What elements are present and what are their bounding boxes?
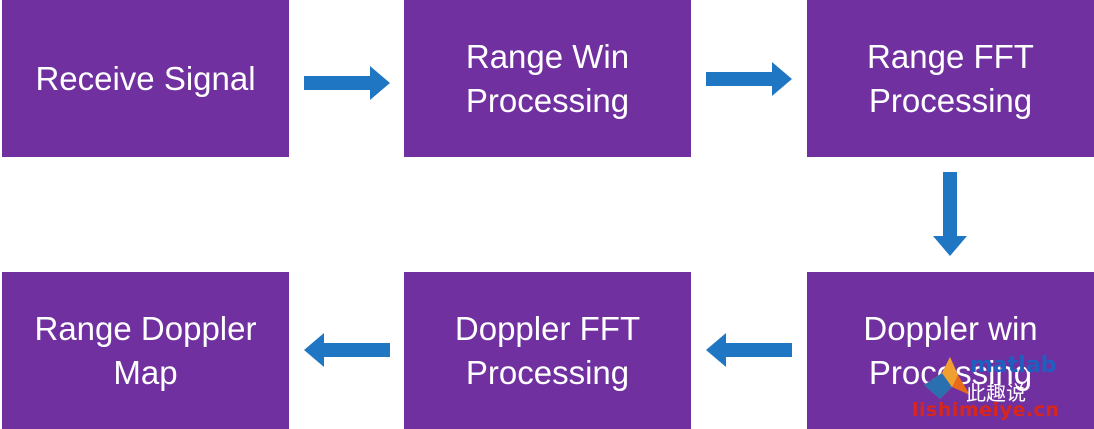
arrow-right-icon (304, 66, 390, 100)
watermark: matlab 此趣说 lishimeiye.cn (912, 351, 1088, 423)
box-range-fft-label: Range FFT Processing (867, 37, 1034, 119)
matlab-logo-icon (924, 357, 970, 399)
arrow-left-icon (304, 333, 390, 367)
box-range-fft: Range FFT Processing (807, 0, 1094, 157)
box-range-win-label: Range Win Processing (465, 37, 630, 119)
arrow-down-icon (933, 172, 967, 256)
box-doppler-fft-label: Doppler FFT Processing (454, 309, 641, 391)
box-range-win: Range Win Processing (404, 0, 691, 157)
arrow-right-icon (706, 62, 792, 96)
watermark-brand: matlab (970, 353, 1057, 378)
watermark-site: lishimeiye.cn (912, 399, 1060, 421)
box-receive-signal: Receive Signal (2, 0, 289, 157)
arrow-left-icon (706, 333, 792, 367)
box-range-doppler-map-label: Range Doppler Map (34, 309, 257, 391)
watermark-chinese: 此趣说 (966, 381, 1026, 405)
box-range-doppler-map: Range Doppler Map (2, 272, 289, 429)
box-receive-signal-label: Receive Signal (35, 59, 256, 97)
box-doppler-fft: Doppler FFT Processing (404, 272, 691, 429)
